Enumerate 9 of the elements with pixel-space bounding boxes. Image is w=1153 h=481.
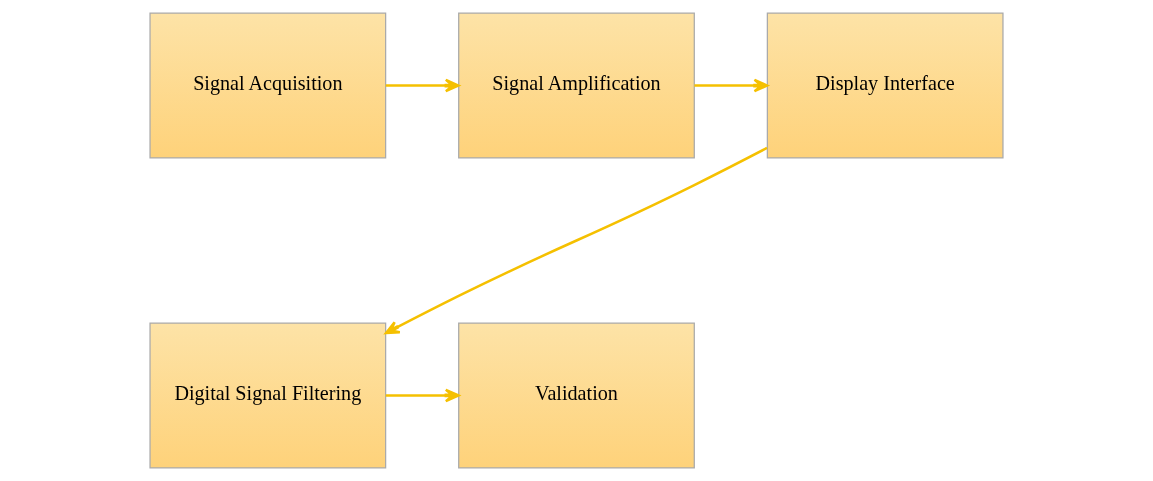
arrow <box>385 388 460 403</box>
node-box: Signal Amplification <box>458 12 695 159</box>
node-box: Display Interface <box>766 12 1004 159</box>
node-box: Signal Acquisition <box>149 12 387 159</box>
arrow <box>694 78 769 93</box>
node-box: Validation <box>458 322 695 469</box>
arrow <box>384 146 768 335</box>
node-box: Digital Signal Filtering <box>149 322 387 469</box>
arrow <box>385 78 460 93</box>
